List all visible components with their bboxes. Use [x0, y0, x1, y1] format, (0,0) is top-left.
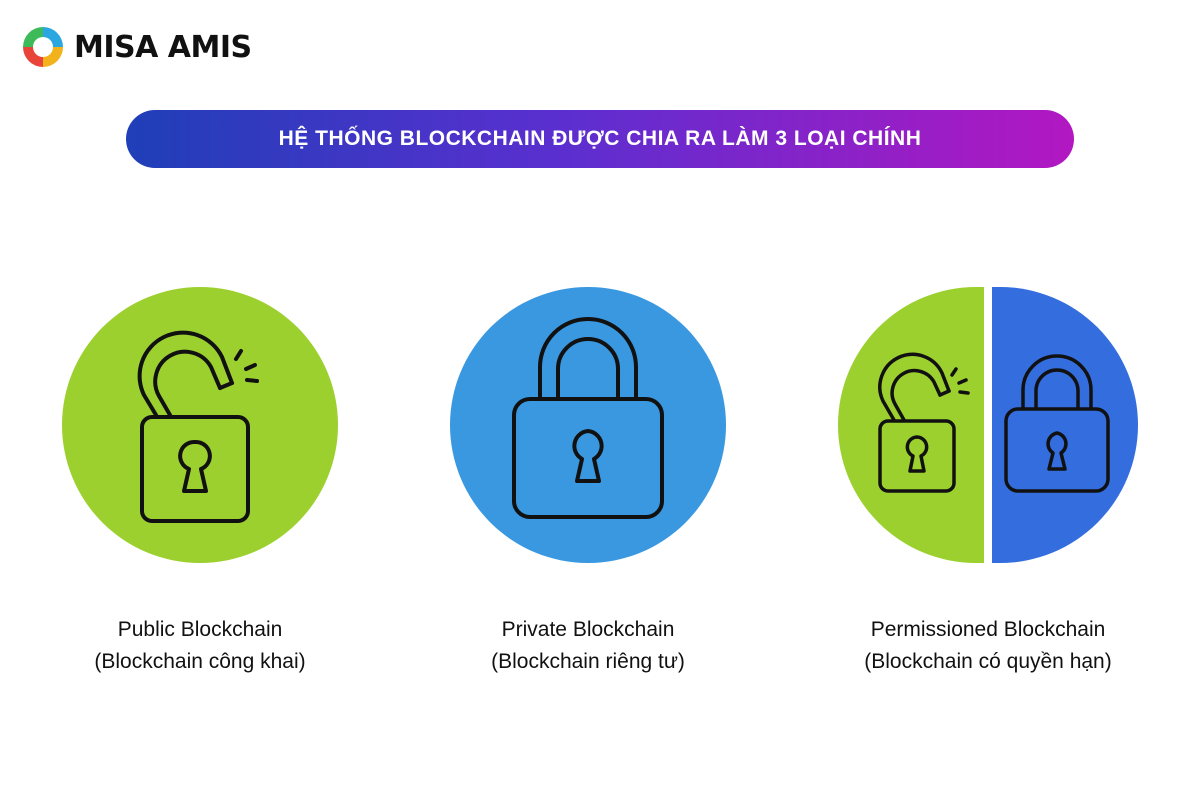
permissioned-blockchain-caption: Permissioned Blockchain (Blockchain có q…	[788, 614, 1188, 678]
title-banner: HỆ THỐNG BLOCKCHAIN ĐƯỢC CHIA RA LÀM 3 L…	[126, 110, 1074, 168]
blue-half-circle	[992, 287, 1138, 563]
caption-title: Permissioned Blockchain	[870, 618, 1106, 641]
caption-subtitle: (Blockchain công khai)	[94, 650, 306, 673]
caption-subtitle: (Blockchain có quyền hạn)	[864, 650, 1112, 673]
blue-circle	[450, 287, 726, 563]
unlocked-padlock-icon	[62, 287, 338, 563]
permissioned-blockchain-card	[838, 287, 1138, 563]
caption-subtitle: (Blockchain riêng tư)	[491, 650, 685, 673]
public-blockchain-caption: Public Blockchain (Blockchain công khai)	[0, 614, 400, 678]
locked-padlock-icon	[450, 287, 726, 563]
banner-title: HỆ THỐNG BLOCKCHAIN ĐƯỢC CHIA RA LÀM 3 L…	[278, 127, 922, 150]
brand-name: MISA AMIS	[74, 29, 252, 65]
half-locked-padlock-icon	[838, 287, 1138, 563]
misa-logo-icon	[23, 27, 63, 67]
brand-logo: MISA AMIS	[22, 26, 252, 68]
caption-title: Public Blockchain	[117, 618, 283, 641]
green-half-circle	[838, 287, 984, 563]
private-blockchain-card	[438, 287, 738, 563]
public-blockchain-card	[50, 287, 350, 563]
caption-title: Private Blockchain	[501, 618, 675, 641]
private-blockchain-caption: Private Blockchain (Blockchain riêng tư)	[388, 614, 788, 678]
green-circle	[62, 287, 338, 563]
